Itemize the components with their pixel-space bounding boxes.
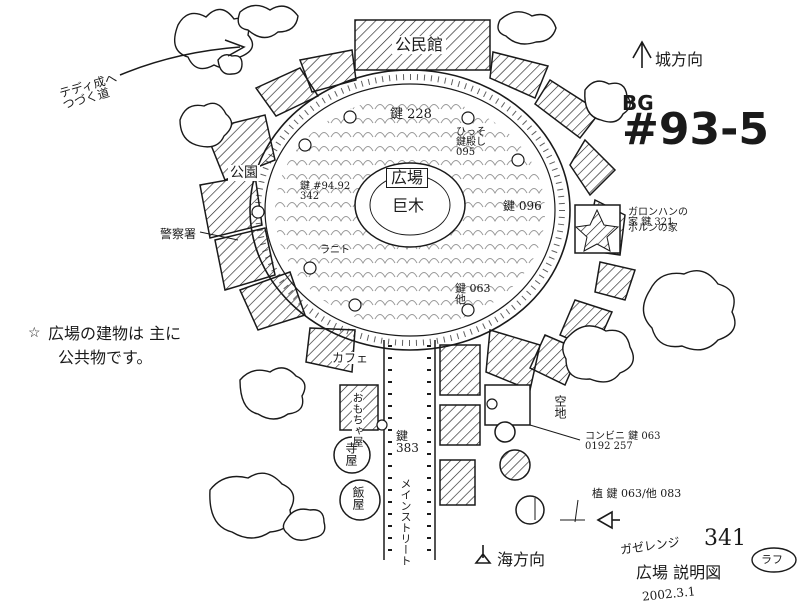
page-number: 341 xyxy=(704,526,746,551)
lock-228-label: 鍵 228 xyxy=(390,107,432,122)
arrow-to-town xyxy=(224,39,246,57)
callout-lines xyxy=(199,231,585,523)
lock-321-label: ガロンハンの家 鍵 321 xyxy=(628,207,688,228)
park-label: 公園 xyxy=(228,165,260,181)
note-line-2: 公共物です。 xyxy=(58,348,153,367)
lock-side-label: ひっそ 鍵殿し 095 xyxy=(456,127,486,158)
lock-096-label: 鍵 096 xyxy=(503,199,542,213)
main-street xyxy=(383,340,436,560)
fountain-label: ラニト xyxy=(320,245,350,256)
star-mark: ☆ xyxy=(28,325,41,341)
rough-tag: ラフ xyxy=(761,553,783,566)
lock-063-label: 鍵 063 他 xyxy=(455,282,491,306)
house-star-block xyxy=(574,204,621,254)
flowers xyxy=(251,110,525,431)
temple-label: 寺屋 xyxy=(344,442,358,466)
direction-arrows xyxy=(474,40,652,564)
lock-plant-label: 植 鍵 063/他 083 xyxy=(592,487,682,500)
scene-code: #93-5 xyxy=(622,104,769,155)
ring-road xyxy=(249,69,571,351)
note-line-1: 広場の建物は 主に xyxy=(48,324,182,343)
plaza-label: 広場 xyxy=(386,168,429,188)
cafe-label: カフェ xyxy=(332,351,369,365)
lock-942-label: 鍵 #94.92 342 xyxy=(300,181,351,202)
rough-tag-ring xyxy=(751,547,797,573)
scene-code-prefix: BG xyxy=(622,91,654,115)
castle-direction-label: 城方向 xyxy=(655,50,704,69)
police-label: 警察署 xyxy=(160,227,197,241)
restaurant-label: 飯屋 xyxy=(351,486,365,510)
house-label: ポルンの家 xyxy=(628,223,678,234)
community-hall-label: 公民館 xyxy=(392,36,447,54)
sea-direction-label: 海方向 xyxy=(497,550,546,569)
road-to-town xyxy=(119,46,241,76)
lower-buildings xyxy=(333,344,545,525)
giant-tree-label: 巨木 xyxy=(392,196,425,215)
toy-shop-label: おもちゃ屋 xyxy=(351,392,364,447)
main-street-label: メインストリート xyxy=(399,478,412,566)
vacant-lot-label: 空地 xyxy=(553,395,567,419)
lock-convenience-label: コンビニ 鍵 063 0192 257 xyxy=(585,431,661,452)
giant-tree xyxy=(354,162,466,248)
lock-main-label: 鍵 383 xyxy=(396,430,424,454)
sheet-title: 広場 説明図 xyxy=(636,563,722,582)
